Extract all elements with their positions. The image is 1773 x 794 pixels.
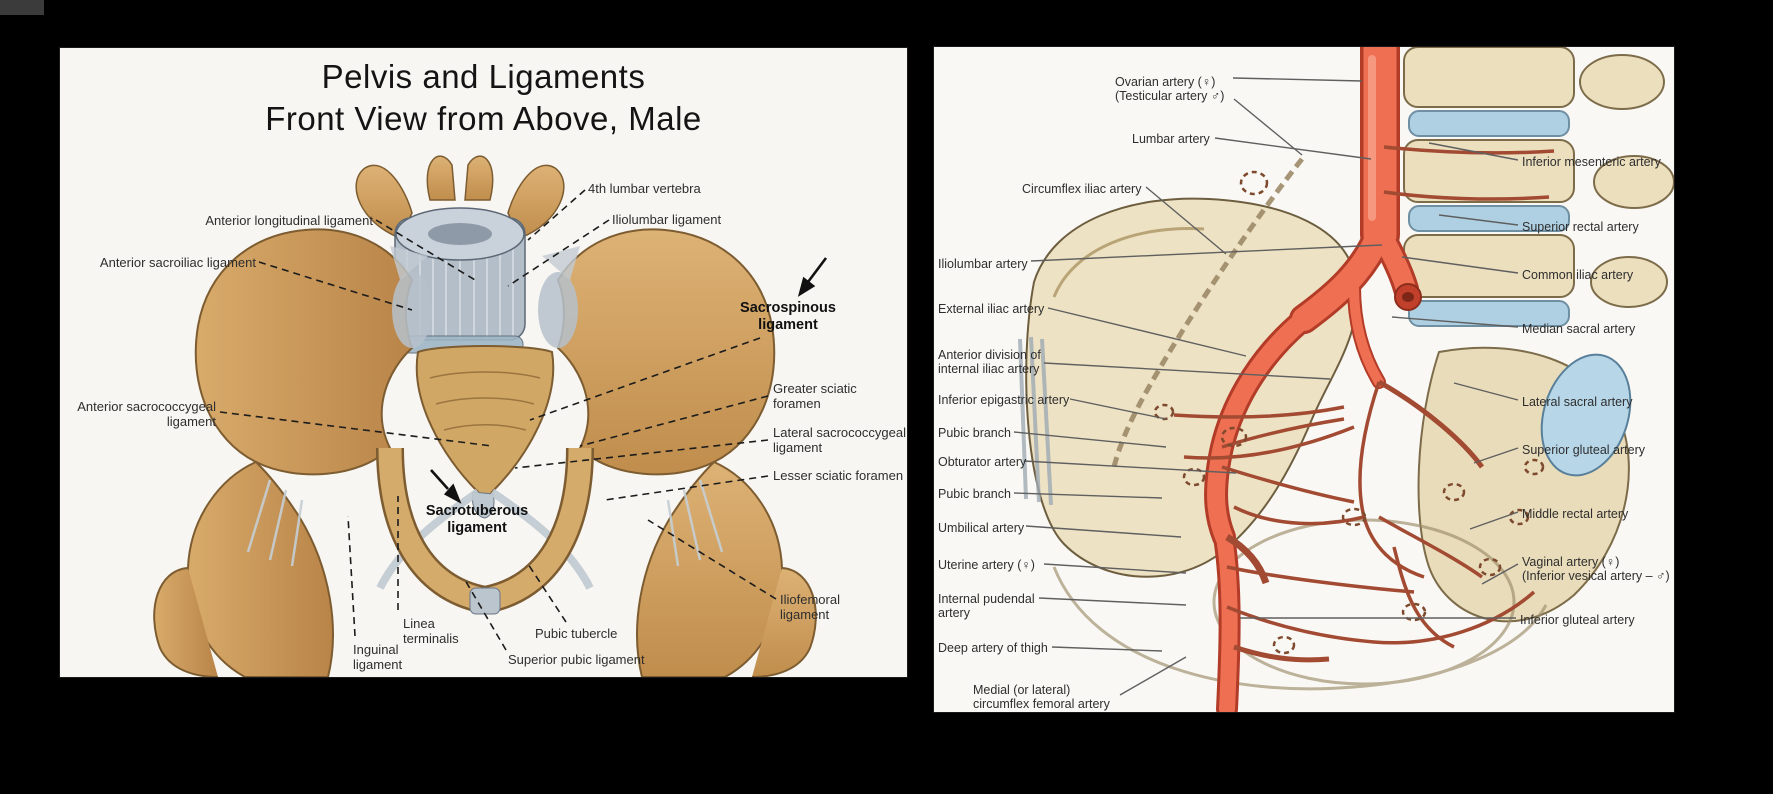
label-ovarian-artery: Ovarian artery (♀)(Testicular artery ♂) [1115, 75, 1225, 104]
iliac-crest-line [1052, 227, 1205, 298]
label-inferior-epigastric-artery: Inferior epigastric artery [938, 393, 1070, 407]
arrow-sacrospinous [797, 276, 816, 297]
label-deep-artery-of-thigh: Deep artery of thigh [938, 641, 1048, 655]
label-pubic-branch-2: Pubic branch [938, 487, 1011, 501]
label-superior-pubic-ligament: Superior pubic ligament [508, 652, 645, 667]
label-superior-rectal-artery: Superior rectal artery [1522, 220, 1639, 234]
label-inferior-mesenteric-artery: Inferior mesenteric artery [1522, 155, 1661, 169]
label-iliolumbar-artery: Iliolumbar artery [938, 257, 1028, 271]
hip-socket-cartilage [1540, 353, 1632, 477]
right-panel-labels: Ovarian artery (♀)(Testicular artery ♂) L… [934, 47, 1674, 712]
label-lumbar-artery: Lumbar artery [1132, 132, 1210, 146]
pointer-arrows [430, 257, 828, 504]
slide-title-line2: Front View from Above, Male [265, 100, 702, 138]
label-lateral-sacral-artery: Lateral sacral artery [1522, 395, 1633, 409]
label-lesser-sciatic-foramen: Lesser sciatic foramen [773, 468, 904, 483]
label-anterior-longitudinal-ligament: Anterior longitudinal ligament [205, 213, 373, 228]
label-iliolumbar-ligament: Iliolumbar ligament [612, 212, 722, 227]
hip-ligament-fibres [246, 479, 724, 567]
spine [1403, 47, 1674, 327]
label-uterine-artery: Uterine artery (♀) [938, 558, 1035, 572]
label-middle-rectal-artery: Middle rectal artery [1522, 507, 1629, 521]
label-external-iliac-artery: External iliac artery [938, 302, 1045, 316]
pelvis-ligaments-illustration [153, 155, 828, 677]
slide-title: Pelvis and Ligaments Front View from Abo… [60, 56, 907, 140]
iliac-wings [194, 228, 776, 476]
right-slide-pelvic-arteries: Ovarian artery (♀)(Testicular artery ♂) L… [934, 47, 1674, 712]
pelvic-arteries-illustration [1013, 47, 1674, 712]
sacroiliac-ligament-right [538, 272, 578, 348]
iliolumbar-ligament-left [390, 246, 428, 280]
label-vaginal-artery: Vaginal artery (♀)(Inferior vesical arte… [1522, 555, 1670, 584]
common-iliac-stub-lumen [1402, 292, 1414, 302]
label-median-sacral-artery: Median sacral artery [1522, 322, 1636, 336]
gonadal-vessel [1111, 157, 1304, 468]
leader-lines [1013, 77, 1519, 696]
leader-lines [219, 189, 777, 651]
label-pubic-tubercle: Pubic tubercle [535, 626, 618, 641]
arrow-sacrotuberous [443, 483, 462, 504]
pubic-arch [376, 447, 594, 615]
sacrum [415, 345, 555, 519]
label-superior-gluteal-artery: Superior gluteal artery [1522, 443, 1645, 457]
label-4th-lumbar-vertebra: 4th lumbar vertebra [588, 181, 701, 196]
video-artifact [0, 0, 44, 15]
small-arteries [1173, 145, 1555, 663]
label-anterior-sacroiliac-ligament: Anterior sacroiliac ligament [99, 255, 256, 270]
label-medial-circumflex-femoral-artery: Medial (or lateral)circumflex femoral ar… [973, 683, 1110, 712]
lumbar-processes [355, 155, 565, 239]
label-obturator-artery: Obturator artery [938, 455, 1027, 469]
iliolumbar-ligament-right [542, 246, 580, 280]
ligament-fibres [1018, 336, 1053, 506]
label-pubic-branch-1: Pubic branch [938, 426, 1011, 440]
hip-femur [153, 460, 817, 677]
label-circumflex-iliac-artery: Circumflex iliac artery [1022, 182, 1142, 196]
label-common-iliac-artery: Common iliac artery [1522, 268, 1634, 282]
left-slide-pelvis-ligaments: Pelvis and Ligaments Front View from Abo… [60, 48, 907, 677]
slide-title-line1: Pelvis and Ligaments [321, 58, 646, 95]
label-umbilical-artery: Umbilical artery [938, 521, 1025, 535]
label-inferior-gluteal-artery: Inferior gluteal artery [1520, 613, 1635, 627]
sacro-ligament-fans [376, 488, 594, 590]
